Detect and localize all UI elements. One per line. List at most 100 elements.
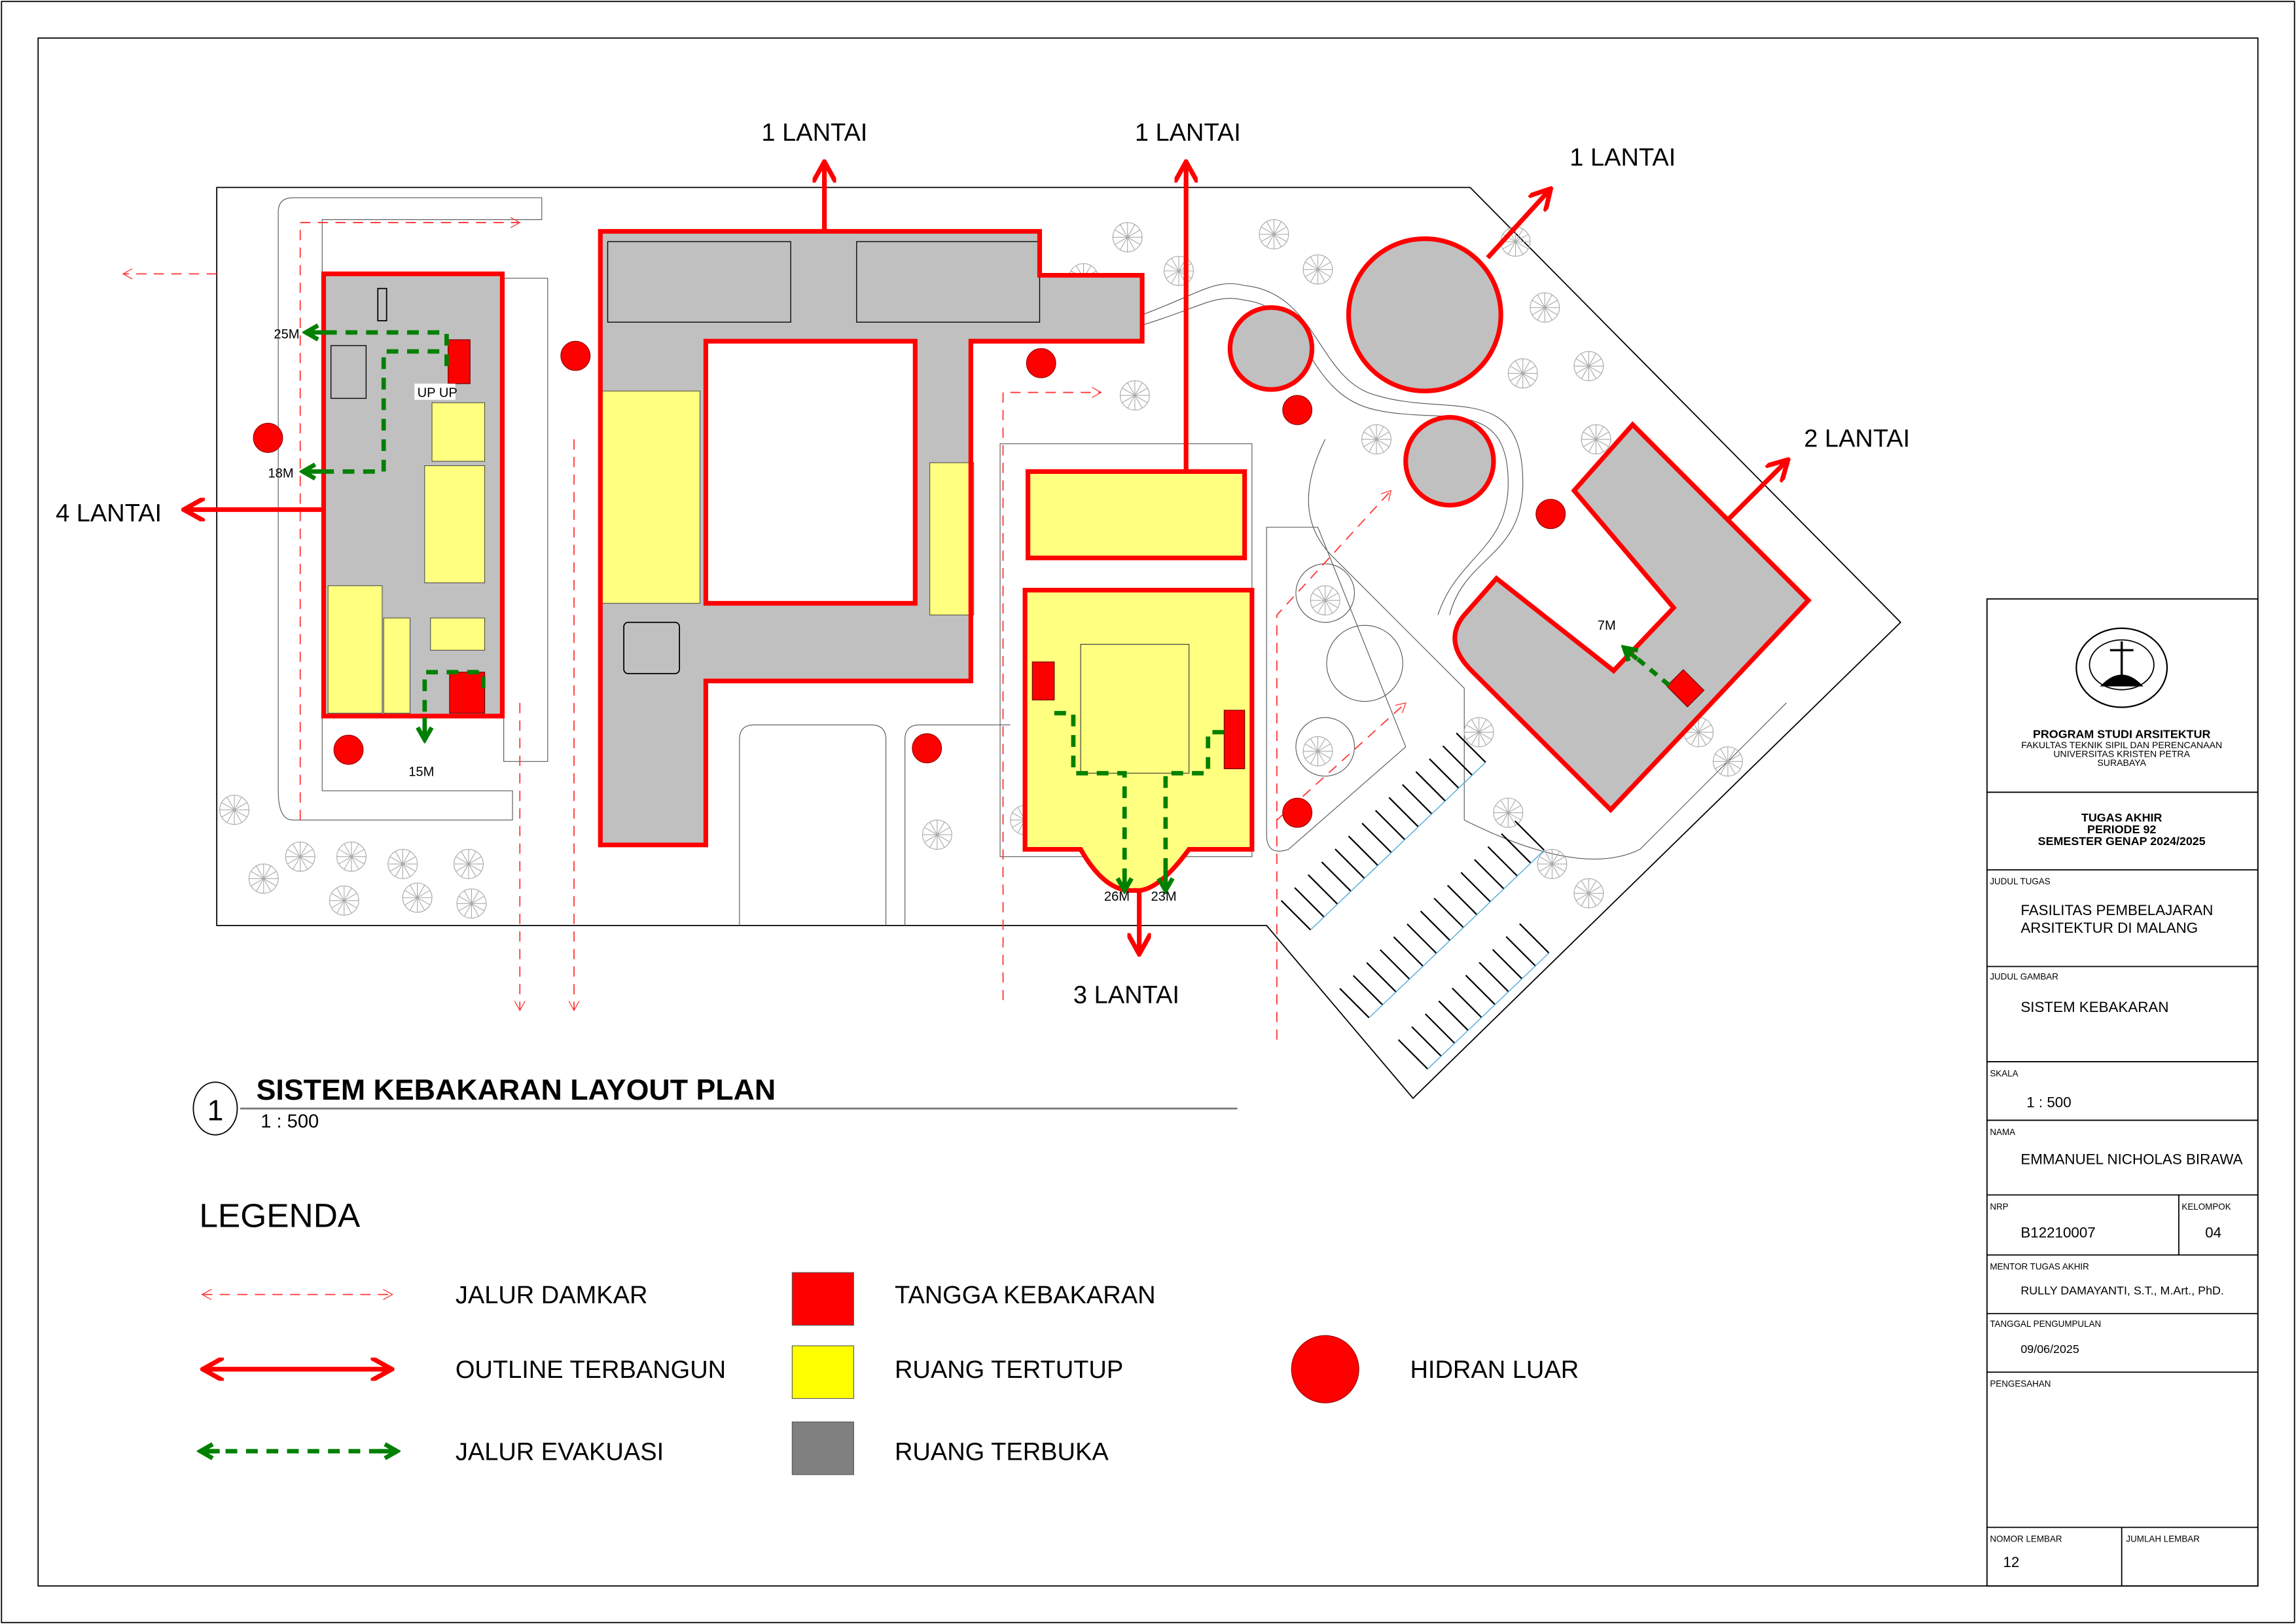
fire-stair xyxy=(1223,710,1246,770)
field-label: SKALA xyxy=(1990,1068,2018,1078)
site-plan: UP UP 25M 18M 15M 4 LANTAI 1 LANTAI xyxy=(56,119,1910,1100)
parking-stall-line xyxy=(1397,1039,1429,1070)
drawing-number: 1 xyxy=(207,1094,223,1127)
parking-kerb xyxy=(1427,952,1549,1070)
assignment-title: TUGAS AKHIR xyxy=(2081,811,2162,824)
hall-room xyxy=(856,241,1041,323)
damkar-route xyxy=(1276,490,1391,1040)
floor-arrow xyxy=(1726,461,1786,522)
parking-stall-line xyxy=(1352,975,1384,1005)
drawing-name: SISTEM KEBAKARAN xyxy=(2020,999,2168,1015)
parking-stall-line xyxy=(1501,833,1532,864)
tree-icon xyxy=(1493,797,1524,828)
parking-stall-line xyxy=(1411,1026,1442,1057)
parking-stall-line xyxy=(1420,911,1451,941)
tree-icon xyxy=(1112,222,1143,253)
parking-stall-line xyxy=(1407,923,1437,954)
plaza-path xyxy=(1308,439,1787,860)
outdoor-hydrants xyxy=(253,340,1566,828)
void xyxy=(623,621,681,674)
parking-stall-line xyxy=(1402,784,1433,815)
drawing-title-text: SISTEM KEBAKARAN LAYOUT PLAN xyxy=(257,1074,776,1106)
built-outline xyxy=(1022,587,1255,893)
built-outline xyxy=(1025,469,1247,560)
tree-icon xyxy=(248,863,279,894)
legend-label: RUANG TERBUKA xyxy=(895,1438,1109,1466)
parking-kerb xyxy=(1310,762,1486,931)
parking-stall-line xyxy=(1514,820,1545,851)
damkar-route xyxy=(1276,703,1406,821)
evac-distance-label: 23M xyxy=(1151,890,1176,904)
evacuation-route xyxy=(325,330,449,367)
tree-icon xyxy=(1463,717,1494,748)
parking-stall-line xyxy=(1280,900,1312,931)
parking-stall-line xyxy=(1465,975,1496,1005)
field-label: TANGGAL PENGUMPULAN xyxy=(1990,1319,2101,1329)
hydrant-icon xyxy=(253,422,283,453)
drawing-number-circle xyxy=(192,1081,238,1136)
field-label: NAMA xyxy=(1990,1127,2015,1137)
floor-label: 4 LANTAI xyxy=(56,499,162,527)
closed-room xyxy=(431,402,486,462)
fire-stair xyxy=(448,339,471,384)
parking-stall-line xyxy=(1424,1013,1456,1044)
garden-circle xyxy=(1326,624,1403,702)
parking-stall-line xyxy=(1452,987,1482,1019)
garden-circle xyxy=(1295,563,1355,623)
building-north: 1 LANTAI xyxy=(598,119,1145,848)
built-outline xyxy=(321,271,505,719)
evacuation-arrow xyxy=(1625,649,1639,659)
parking-stall-line xyxy=(1518,923,1550,954)
legend-hydrant-icon xyxy=(1291,1335,1359,1403)
floor-label: 1 LANTAI xyxy=(1135,119,1241,147)
parking-stall-line xyxy=(1393,936,1424,967)
tree-icon xyxy=(1530,292,1560,323)
parking-stall-line xyxy=(1429,758,1460,789)
tree-icon xyxy=(329,885,359,916)
parking-stall-line xyxy=(1479,962,1509,992)
assignment-period: PERIODE 92 xyxy=(2087,823,2156,836)
parking-stall-line xyxy=(1415,771,1446,802)
fire-stair xyxy=(449,672,486,714)
garden-path xyxy=(1266,526,1407,852)
parking-stall-line xyxy=(1446,884,1478,916)
legend-heading: LEGENDA xyxy=(199,1197,361,1235)
hydrant-icon xyxy=(1282,797,1313,828)
parking-stall-line xyxy=(1474,859,1505,890)
parking-stall-line xyxy=(1374,810,1406,840)
university-name: UNIVERSITAS KRISTEN PETRA xyxy=(2053,749,2190,759)
stair-label-bg xyxy=(414,384,456,400)
tree-icon xyxy=(1361,424,1391,455)
hydrant-icon xyxy=(1282,395,1313,425)
field-label: NOMOR LEMBAR xyxy=(1990,1534,2062,1544)
title-block: PROGRAM STUDI ARSITEKTUR FAKULTAS TEKNIK… xyxy=(1986,598,2259,1587)
parking-stall-line xyxy=(1388,797,1419,827)
curved-walkway xyxy=(1141,283,1524,615)
road-parking-mid xyxy=(905,724,1011,926)
round-pavilion xyxy=(1227,305,1315,392)
closed-room xyxy=(929,462,975,616)
tree-icon xyxy=(1573,351,1604,382)
building-small: 1 LANTAI xyxy=(1025,119,1247,560)
hydrant-icon xyxy=(1026,348,1056,378)
tree-icon xyxy=(1537,848,1568,879)
closed-room xyxy=(327,585,383,713)
closed-room xyxy=(1024,590,1253,891)
parking-stall-line xyxy=(1366,962,1397,993)
tree-icon xyxy=(1573,878,1604,909)
built-outline xyxy=(598,228,1145,848)
field-label: KELOMPOK xyxy=(2181,1202,2231,1212)
floor-label: 3 LANTAI xyxy=(1073,981,1179,1009)
evacuation-route xyxy=(422,670,486,721)
damkar-route xyxy=(1002,393,1102,1000)
hydrant-icon xyxy=(333,734,364,765)
parking-stall-line xyxy=(1348,835,1379,866)
parking-stall-line xyxy=(1321,861,1352,892)
hall-room xyxy=(607,241,791,323)
evac-distance-label: 15M xyxy=(408,765,434,780)
evacuation-route xyxy=(1163,730,1225,873)
tree-icon xyxy=(1507,358,1538,389)
evacuation-route xyxy=(325,349,440,474)
